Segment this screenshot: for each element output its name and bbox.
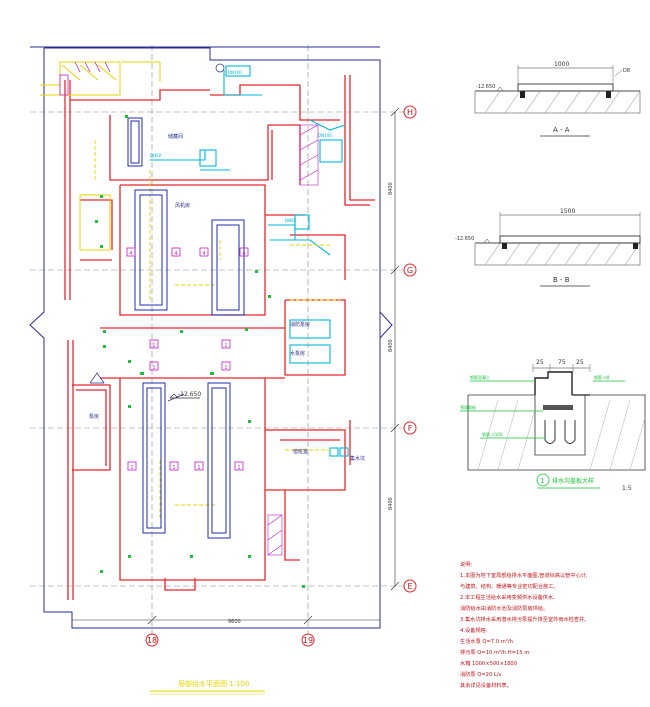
note-line: 消防泵 Q=20 L/s <box>460 670 502 678</box>
fixture-tag: 1 <box>224 343 227 349</box>
svg-text:局部给水平面图 1:100: 局部给水平面图 1:100 <box>178 679 249 688</box>
grid-label-18: 18 <box>147 636 157 645</box>
detail-label: 钢筋 ∅8 <box>594 374 610 380</box>
valve-icon <box>215 63 225 73</box>
grid-label-f: F <box>408 424 413 433</box>
section-bb: 1500 -12.650 B - B <box>455 208 641 287</box>
svg-text:D8: D8 <box>623 68 630 74</box>
room-label: 值班室 <box>293 448 308 455</box>
note-line: 其余详见设备材料表。 <box>460 681 512 689</box>
detail-scale: 1:5 <box>622 485 632 492</box>
grid-label-e: E <box>407 582 412 591</box>
note-line: 4.设备规格: <box>460 626 488 634</box>
section-bb-level: -12.650 <box>455 236 474 242</box>
svg-text:DN50: DN50 <box>150 153 162 158</box>
room-label: 泵房 <box>89 413 99 420</box>
yellow-pipes <box>94 140 340 520</box>
dim-text: 8400 <box>388 339 394 352</box>
grid-label-g: G <box>407 266 413 275</box>
dim-text: 8400 <box>388 182 394 195</box>
level-text: -12.650 <box>178 391 201 398</box>
fixture-tag: 1 <box>172 465 175 471</box>
hatched-walls <box>267 124 319 556</box>
section-aa-title: A - A <box>553 126 570 134</box>
note-line: 2.本工程生活给水采用变频供水设备供水, <box>460 593 555 601</box>
fixture-tag: 4 <box>129 251 132 257</box>
triangle-icon <box>89 372 105 384</box>
detail-title: 排水沟盖板大样 <box>552 477 594 485</box>
top-zone <box>40 61 161 251</box>
section-bb-title: B - B <box>553 276 570 284</box>
notes-heading: 说明: <box>460 560 472 568</box>
note-line: 1.本图为地下室局部给排水平面图,管道标高以管中心计, <box>460 571 588 579</box>
grid-label-19: 19 <box>303 636 313 645</box>
fixture-tag: 1 <box>152 343 155 349</box>
svg-text:DN100: DN100 <box>228 70 242 75</box>
svg-text:DN100: DN100 <box>318 133 332 138</box>
detail-circle: 1 <box>540 477 544 485</box>
note-line: 水箱 1000×500×1800 <box>460 659 517 667</box>
section-bb-width: 1500 <box>560 208 575 215</box>
section-aa-width: 1000 <box>554 61 569 68</box>
fixture-tag: 1 <box>237 465 240 471</box>
grid-lines <box>30 45 405 635</box>
grid-bubbles <box>145 105 417 647</box>
room-label: 风机房 <box>175 202 190 209</box>
fixture-tags <box>126 247 249 471</box>
cyan-pipes <box>150 65 349 457</box>
fixture-tag: 1 <box>224 365 227 371</box>
detail-dim: 25 <box>576 359 584 366</box>
note-line: 排污泵 Q=10 m³/h H=15 m <box>460 648 529 656</box>
top-zone-magenta <box>59 61 111 96</box>
fixture-tag: 4 <box>174 251 177 257</box>
fixture-tag: 4 <box>242 251 245 257</box>
dimension-right <box>390 107 400 591</box>
trench-detail: 25 75 25 钢筋混凝土 预埋钢板 钢管 ∅100 钢 <box>460 359 646 492</box>
detail-label: 钢管 ∅100 <box>482 431 503 437</box>
equipment <box>127 117 245 539</box>
notes: 说明: 1.本图为地下室局部给排水平面图,管道标高以管中心计, 与建筑、结构、暖… <box>460 560 589 689</box>
valve-markers <box>95 115 305 588</box>
fixture-tag: 1 <box>197 465 200 471</box>
note-line: 与建筑、结构、暖通等专业密切配合施工。 <box>460 582 559 590</box>
detail-label: 钢筋混凝土 <box>470 374 490 380</box>
fixture-tag: 4 <box>202 251 205 257</box>
plan-title: 局部给水平面图 1:100 <box>150 679 265 695</box>
note-line: 3.集水坑排水采用潜水排污泵提升排至室外雨水检查井。 <box>460 615 589 623</box>
level-marker: -12.650 <box>169 391 201 399</box>
section-aa: 1000 D8 -12.650 A - A <box>474 61 641 137</box>
room-label: 消防泵房 <box>290 321 310 328</box>
note-line: 生活水泵 Q=7.0 m³/h <box>460 637 513 645</box>
svg-text:DN65: DN65 <box>285 218 297 223</box>
room-label: 储藏间 <box>168 133 183 140</box>
dim-text: 9600 <box>228 619 241 625</box>
building-outline <box>29 46 393 629</box>
room-label: 集水坑 <box>350 455 365 462</box>
dim-text: 8400 <box>388 497 394 510</box>
detail-dim: 75 <box>558 359 566 366</box>
fixture-tag: 1 <box>152 365 155 371</box>
section-aa-level: -12.650 <box>476 84 495 90</box>
room-label: 水泵房 <box>290 350 305 357</box>
fixture-tag: 1 <box>130 465 133 471</box>
grid-label-h: H <box>407 108 413 117</box>
note-line: 消防给水由消防水池及消防泵房供给。 <box>460 604 548 612</box>
detail-dim: 25 <box>536 359 544 366</box>
detail-label: 预埋钢板 <box>460 404 476 410</box>
dimension-bottom <box>72 615 380 625</box>
